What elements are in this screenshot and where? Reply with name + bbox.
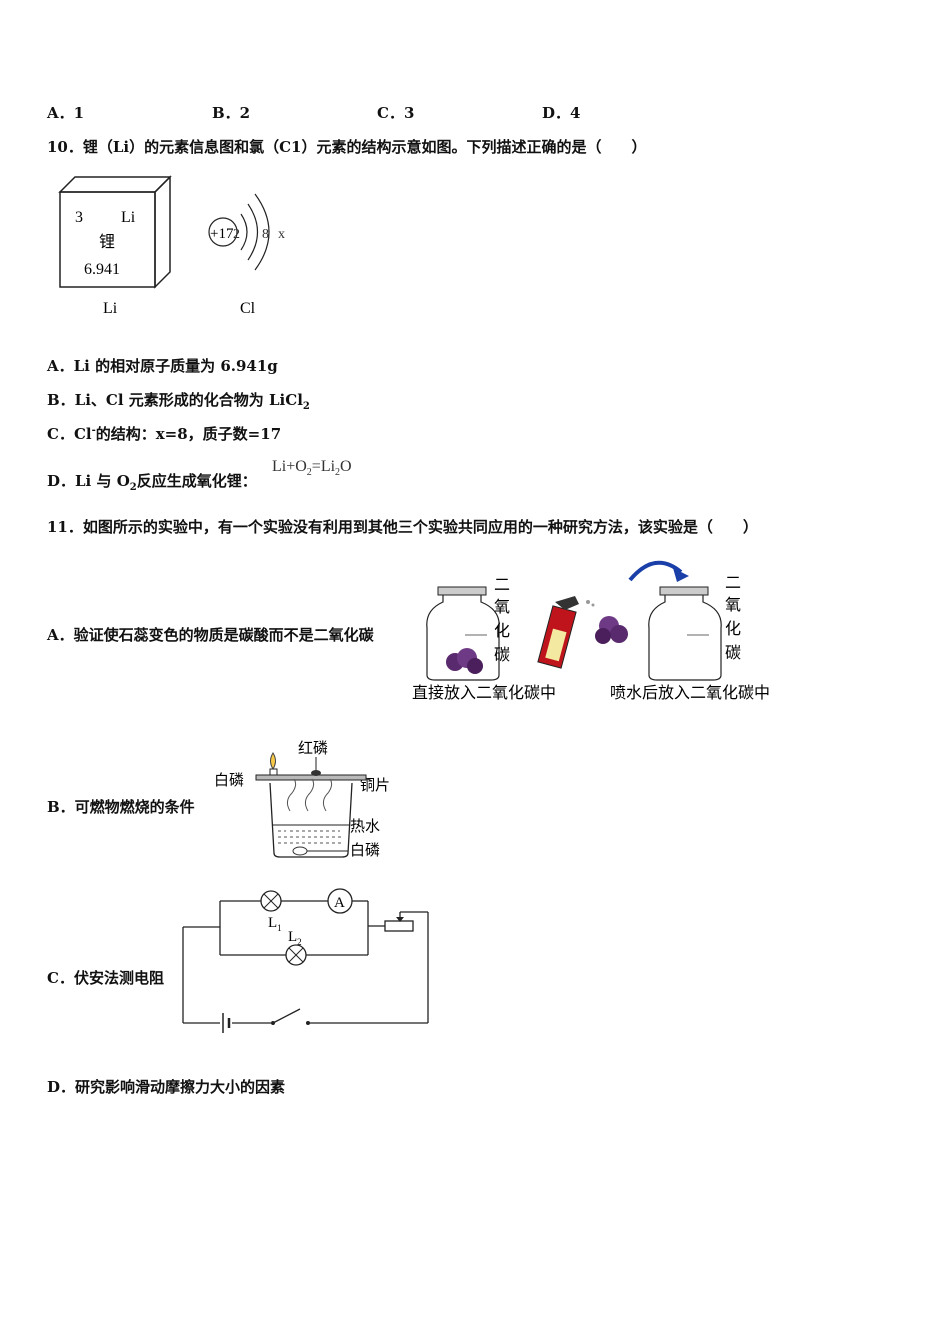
q11-figure-c-circuit: L1 A L2 xyxy=(182,888,429,1033)
lamp-l2-icon xyxy=(285,944,307,966)
gas-label-left-4: 碳 xyxy=(494,645,510,664)
copper-sheet xyxy=(255,774,367,781)
jar-left: 二 氧 化 碳 直接放入二氧化碳中 xyxy=(412,575,556,702)
li-symbol: Li xyxy=(121,209,136,226)
cl-shell-3: x xyxy=(278,227,285,242)
ammeter-icon: A xyxy=(327,888,353,914)
beaker xyxy=(269,782,353,858)
litmus-flower-left-icon xyxy=(446,648,483,674)
gas-label-right-3: 化 xyxy=(725,619,741,638)
q11-option-d: D．研究影响滑动摩擦力大小的因素 xyxy=(47,1078,286,1096)
gas-label-left-3: 化 xyxy=(494,621,510,640)
q9-option-c: C．3 xyxy=(377,104,415,122)
q11-stem: 11．如图所示的实验中，有一个实验没有利用到其他三个实验共同应用的一种研究方法，… xyxy=(47,518,758,536)
gas-label-right-2: 氧 xyxy=(725,595,741,614)
li-caption: Li xyxy=(103,300,118,317)
q11-option-b: B．可燃物燃烧的条件 xyxy=(47,798,195,816)
switch-icon xyxy=(271,1008,310,1025)
caption-left: 直接放入二氧化碳中 xyxy=(412,683,556,702)
q10-stem: 10．锂（Li）的元素信息图和氯（C1）元素的结构示意如图。下列描述正确的是（ … xyxy=(47,138,647,156)
q9-option-d: D．4 xyxy=(542,104,581,122)
q9-option-b: B．2 xyxy=(212,104,251,122)
cl-atom-structure: +17 2 8 x Cl xyxy=(208,193,285,317)
q10-option-b: B．Li、Cl 元素形成的化合物为 LiCl2 xyxy=(47,391,310,412)
cl-shell-2: 8 xyxy=(262,227,269,242)
svg-text:A: A xyxy=(334,895,345,911)
spray-bottle-icon xyxy=(537,596,595,669)
q11-figure-b: 红磷 白磷 铜片 热水 白磷 xyxy=(214,739,390,859)
q10-equation: Li+O2=Li2O xyxy=(272,458,352,479)
li-name: 锂 xyxy=(99,232,115,251)
label-l2: L2 xyxy=(288,929,302,947)
q10-option-c: C．Cl-的结构：x=8，质子数=17 xyxy=(47,425,282,443)
q11-figure-a: 二 氧 化 碳 直接放入二氧化碳中 二 氧 化 碳 喷水后放入二氧化碳中 xyxy=(412,560,770,702)
q9-option-a: A．1 xyxy=(47,104,85,122)
q10-option-d: D．Li 与 O2反应生成氧化锂： xyxy=(47,472,257,493)
jar-right: 二 氧 化 碳 喷水后放入二氧化碳中 xyxy=(610,573,770,702)
arrow-icon xyxy=(673,568,689,582)
q10-figure: 3 Li 锂 6.941 Li +17 2 8 x Cl xyxy=(58,175,285,317)
q11-option-a: A．验证使石蕊变色的物质是碳酸而不是二氧化碳 xyxy=(47,626,374,644)
gas-label-right-1: 二 xyxy=(725,573,741,592)
flame-icon xyxy=(270,752,276,770)
li-element-box: 3 Li 锂 6.941 Li xyxy=(58,175,172,317)
gas-label-left-1: 二 xyxy=(494,575,510,594)
label-l1: L1 xyxy=(268,915,282,933)
q11-option-c: C．伏安法测电阻 xyxy=(47,969,164,987)
litmus-flower-middle-icon xyxy=(595,616,628,644)
li-mass: 6.941 xyxy=(84,261,120,278)
cl-caption: Cl xyxy=(240,300,256,317)
battery-icon xyxy=(222,1013,231,1033)
gas-label-left-2: 氧 xyxy=(494,597,510,616)
lamp-l1-icon xyxy=(260,890,282,912)
cl-nucleus-charge: +17 xyxy=(210,226,234,242)
gas-label-right-4: 碳 xyxy=(725,643,741,662)
li-atomic-number: 3 xyxy=(75,209,83,226)
cl-shell-1: 2 xyxy=(233,227,240,242)
rheostat-icon xyxy=(384,911,428,932)
q10-option-a: A．Li 的相对原子质量为 6.941g xyxy=(47,357,278,375)
label-hot-water: 热水 xyxy=(350,817,380,835)
label-red-phosphorus: 红磷 xyxy=(298,739,328,757)
label-copper-sheet: 铜片 xyxy=(360,776,390,794)
label-white-phosphorus-bottom: 白磷 xyxy=(350,841,380,859)
label-white-phosphorus-top: 白磷 xyxy=(214,771,244,789)
caption-right: 喷水后放入二氧化碳中 xyxy=(610,683,770,702)
